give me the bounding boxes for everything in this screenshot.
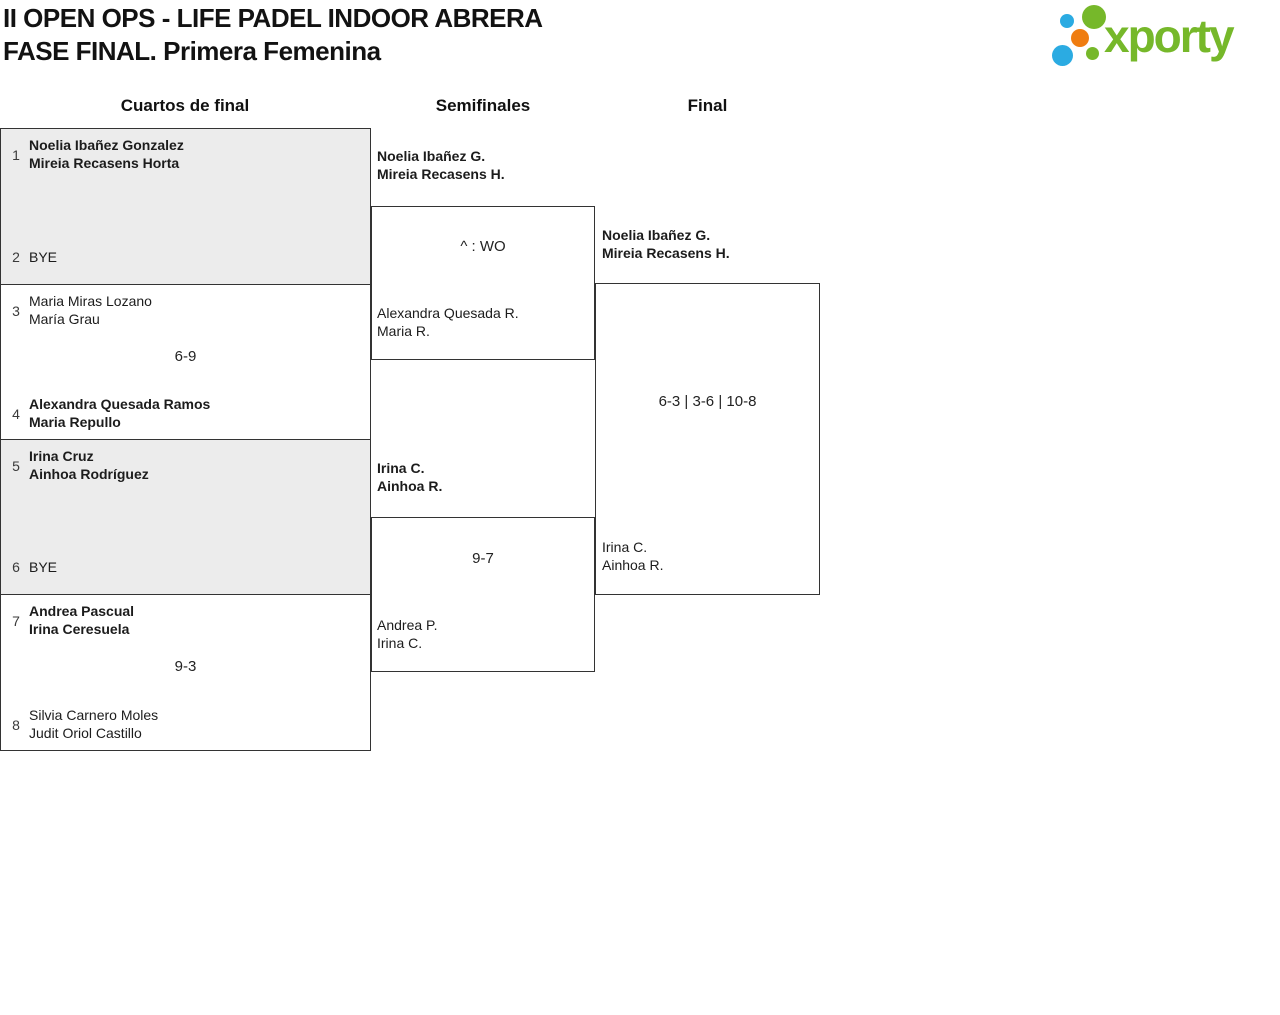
player-name: BYE	[29, 248, 58, 265]
logo-dot-icon	[1086, 47, 1099, 60]
seed-number: 1	[12, 146, 20, 163]
qf-match-2: 3 Maria Miras Lozano María Grau 6-9 4 Al…	[0, 284, 371, 440]
qf-match-1: 1 Noelia Ibañez Gonzalez Mireia Recasens…	[0, 128, 371, 285]
player-name: Alexandra Quesada R.	[377, 305, 519, 321]
sf2-top-team: Irina C. Ainhoa R.	[377, 459, 442, 495]
team-names: Silvia Carnero Moles Judit Oriol Castill…	[29, 707, 158, 742]
final-match: 6-3 | 3-6 | 10-8	[595, 283, 820, 595]
sf-match-2: 9-7	[371, 517, 595, 672]
xporty-logo[interactable]: xporty	[1045, 0, 1280, 80]
player-name: Alexandra Quesada Ramos	[29, 396, 211, 412]
seed-number: 7	[12, 612, 20, 629]
player-name: BYE	[29, 558, 58, 575]
team-names: Andrea Pascual Irina Ceresuela	[29, 603, 134, 638]
player-name: Irina C.	[377, 635, 423, 651]
sf1-bottom-team: Alexandra Quesada R. Maria R.	[377, 304, 519, 340]
page-title-line2: FASE FINAL. Primera Femenina	[3, 36, 381, 66]
logo-dot-icon	[1052, 45, 1073, 66]
seed-number: 3	[12, 302, 20, 319]
match-score: 6-3 | 3-6 | 10-8	[658, 393, 757, 410]
team-names: BYE	[29, 249, 57, 267]
team-entry: 6 BYE	[10, 559, 362, 577]
player-name: Maria R.	[377, 323, 430, 339]
player-name: Noelia Ibañez G.	[377, 148, 486, 164]
sf1-top-team: Noelia Ibañez G. Mireia Recasens H.	[377, 147, 505, 183]
logo-dot-icon	[1060, 14, 1074, 28]
match-score: 6-9	[174, 348, 197, 365]
team-entry: 5 Irina Cruz Ainhoa Rodríguez	[10, 448, 362, 483]
seed-number: 8	[12, 716, 20, 733]
player-name: Noelia Ibañez G.	[602, 227, 711, 243]
player-name: Irina Ceresuela	[29, 620, 130, 637]
player-name: Silvia Carnero Moles	[29, 707, 159, 723]
player-name: Irina C.	[602, 539, 648, 555]
player-name: Judit Oriol Castillo	[29, 724, 142, 741]
team-entry: 4 Alexandra Quesada Ramos Maria Repullo	[10, 396, 362, 431]
logo-dot-icon	[1071, 29, 1089, 47]
qf-match-3: 5 Irina Cruz Ainhoa Rodríguez 6 BYE	[0, 439, 371, 595]
final-top-team: Noelia Ibañez G. Mireia Recasens H.	[602, 226, 730, 262]
team-names: Irina Cruz Ainhoa Rodríguez	[29, 448, 149, 483]
match-score: ^ : WO	[460, 238, 506, 255]
team-entry: 8 Silvia Carnero Moles Judit Oriol Casti…	[10, 707, 362, 742]
seed-number: 6	[12, 559, 20, 576]
player-name: Ainhoa R.	[377, 478, 443, 494]
final-bottom-team: Irina C. Ainhoa R.	[602, 538, 663, 574]
round-header-semifinals: Semifinales	[435, 96, 531, 115]
player-name: Andrea Pascual	[29, 603, 135, 619]
round-header-quarterfinals: Cuartos de final	[120, 96, 250, 115]
match-score: 9-3	[174, 658, 197, 675]
player-name: Mireia Recasens H.	[377, 166, 505, 182]
team-names: Noelia Ibañez Gonzalez Mireia Recasens H…	[29, 137, 184, 172]
team-entry: 3 Maria Miras Lozano María Grau	[10, 293, 362, 328]
seed-number: 2	[12, 249, 20, 266]
player-name: Noelia Ibañez Gonzalez	[29, 137, 184, 153]
page-title-line1: II OPEN OPS - LIFE PADEL INDOOR ABRERA	[3, 3, 543, 33]
page-title: II OPEN OPS - LIFE PADEL INDOOR ABRERA F…	[3, 2, 543, 68]
qf-match-4: 7 Andrea Pascual Irina Ceresuela 9-3 8 S…	[0, 594, 371, 751]
player-name: Irina Cruz	[29, 448, 94, 464]
player-name: Irina C.	[377, 460, 425, 476]
player-name: Mireia Recasens Horta	[29, 154, 180, 171]
player-name: Maria Miras Lozano	[29, 293, 152, 309]
match-score: 9-7	[472, 550, 494, 567]
player-name: Andrea P.	[377, 617, 438, 633]
team-entry: 1 Noelia Ibañez Gonzalez Mireia Recasens…	[10, 137, 362, 172]
team-entry: 2 BYE	[10, 249, 362, 267]
team-names: Alexandra Quesada Ramos Maria Repullo	[29, 396, 210, 431]
team-entry: 7 Andrea Pascual Irina Ceresuela	[10, 603, 362, 638]
player-name: Mireia Recasens H.	[602, 245, 730, 261]
logo-dot-icon	[1082, 5, 1106, 29]
seed-number: 5	[12, 457, 20, 474]
team-names: BYE	[29, 559, 57, 577]
round-header-final: Final	[687, 96, 728, 115]
player-name: Ainhoa Rodríguez	[29, 465, 149, 482]
team-names: Maria Miras Lozano María Grau	[29, 293, 152, 328]
player-name: María Grau	[29, 310, 100, 327]
sf2-bottom-team: Andrea P. Irina C.	[377, 616, 437, 652]
player-name: Maria Repullo	[29, 413, 121, 430]
seed-number: 4	[12, 405, 20, 422]
sf-match-1: ^ : WO	[371, 206, 595, 360]
logo-wordmark: xporty	[1104, 10, 1235, 62]
player-name: Ainhoa R.	[602, 557, 664, 573]
